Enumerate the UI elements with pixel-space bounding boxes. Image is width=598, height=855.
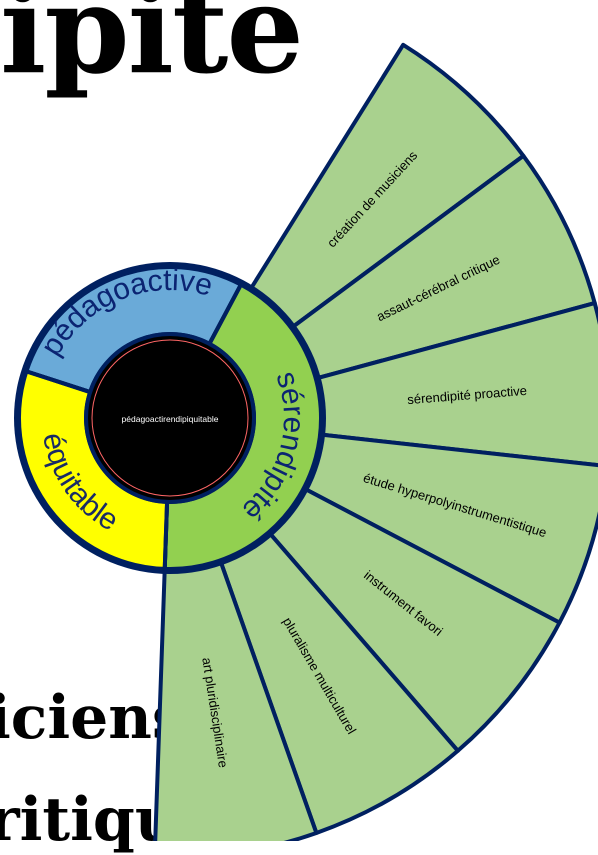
center-thin-ring: [91, 339, 249, 497]
ring-divider: [207, 281, 244, 345]
center-hub: pédagoactirendipiquitable: [84, 332, 256, 504]
ring-divider: [162, 501, 170, 571]
center-disc: [84, 332, 256, 504]
center-label: pédagoactirendipiquitable: [122, 414, 219, 424]
ring-divider: [23, 368, 91, 394]
page-title: ipité: [0, 0, 304, 101]
background-text-line-1: iciens: [0, 683, 186, 753]
